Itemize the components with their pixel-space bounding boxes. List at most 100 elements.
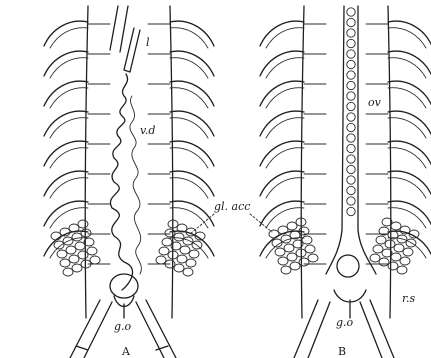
rib-right bbox=[170, 201, 214, 226]
gland-lobule bbox=[162, 238, 172, 246]
gland-lobule bbox=[177, 255, 187, 263]
panel-b-ova bbox=[347, 8, 355, 216]
rib-left bbox=[44, 111, 88, 136]
panel-a-ribs bbox=[44, 21, 214, 258]
rib-right bbox=[170, 51, 214, 76]
gland-lobule bbox=[302, 236, 312, 244]
rib-right bbox=[388, 51, 431, 76]
ovum bbox=[347, 71, 355, 79]
label-rs: r.s bbox=[402, 292, 416, 305]
rib-right bbox=[388, 21, 431, 46]
gland-lobule bbox=[156, 256, 166, 264]
gland-lobule bbox=[278, 226, 288, 234]
gland-lobule bbox=[57, 250, 67, 258]
panel-a-genital-bulb bbox=[110, 274, 138, 298]
ovum bbox=[347, 8, 355, 16]
rib-left bbox=[44, 201, 88, 226]
gland-lobule bbox=[287, 222, 297, 230]
ovum bbox=[347, 39, 355, 47]
panel-a: l v.d g.o A bbox=[44, 6, 214, 358]
gland-lobule bbox=[63, 268, 73, 276]
gland-lobule bbox=[287, 253, 297, 261]
gland-lobule bbox=[391, 222, 401, 230]
rib-right bbox=[170, 171, 214, 196]
rib-right bbox=[170, 21, 214, 46]
panel-b-accessory-gland-right bbox=[370, 218, 419, 274]
rib-left bbox=[260, 111, 304, 136]
panel-b-body-wall-left bbox=[301, 6, 304, 318]
gland-lobule bbox=[180, 246, 190, 254]
panel-b-segments bbox=[304, 24, 388, 264]
gland-lobule bbox=[373, 245, 383, 253]
rib-right bbox=[388, 81, 431, 106]
rib-left bbox=[44, 141, 88, 166]
panel-a-segments bbox=[88, 24, 170, 264]
gland-lobule bbox=[305, 245, 315, 253]
panel-b-leg-left bbox=[294, 300, 330, 358]
panel-a-duct-l bbox=[110, 6, 140, 72]
panel-b: ov g.o r.s B bbox=[260, 6, 431, 358]
ovum bbox=[347, 92, 355, 100]
gland-lobule bbox=[278, 257, 288, 265]
label-go-b: g.o bbox=[336, 316, 354, 329]
gland-lobule bbox=[379, 258, 389, 266]
rib-left bbox=[260, 21, 304, 46]
ovum bbox=[347, 113, 355, 121]
ovum bbox=[347, 176, 355, 184]
gland-lobule bbox=[284, 244, 294, 252]
gland-lobule bbox=[269, 230, 279, 238]
rib-left bbox=[44, 51, 88, 76]
rib-right bbox=[388, 171, 431, 196]
gland-lobule bbox=[186, 259, 196, 267]
gland-lobule bbox=[183, 237, 193, 245]
panel-a-body-wall-left bbox=[85, 6, 88, 318]
gland-lobule bbox=[385, 240, 395, 248]
gland-lobule bbox=[69, 224, 79, 232]
gland-lobule bbox=[81, 229, 91, 237]
gland-lobule bbox=[51, 232, 61, 240]
panel-b-leg-right bbox=[360, 300, 394, 358]
caption-a: A bbox=[121, 345, 131, 358]
gland-lobule bbox=[308, 254, 318, 262]
label-go-a: g.o bbox=[114, 320, 132, 333]
rib-left bbox=[260, 201, 304, 226]
gland-lobule bbox=[394, 244, 404, 252]
gland-lobule bbox=[174, 264, 184, 272]
panel-a-accessory-gland-right bbox=[156, 220, 205, 276]
ovum bbox=[347, 50, 355, 58]
ovum bbox=[347, 29, 355, 37]
gland-lobule bbox=[159, 247, 169, 255]
panel-b-ribs bbox=[260, 21, 431, 258]
rib-left bbox=[44, 81, 88, 106]
gland-lobule bbox=[403, 248, 413, 256]
rib-left bbox=[260, 51, 304, 76]
ovum bbox=[347, 81, 355, 89]
ovum bbox=[347, 207, 355, 215]
panel-a-vas-deferens bbox=[110, 74, 132, 290]
caption-b: B bbox=[338, 345, 346, 358]
gland-lobule bbox=[275, 248, 285, 256]
panel-a-body-wall-right bbox=[170, 6, 173, 318]
gland-lobule bbox=[69, 255, 79, 263]
gland-lobule bbox=[299, 258, 309, 266]
gland-lobule bbox=[66, 246, 76, 254]
label-vd: v.d bbox=[140, 124, 155, 137]
panel-b-body-wall-right bbox=[388, 6, 391, 318]
label-ov: ov bbox=[368, 96, 382, 109]
gland-lobule bbox=[189, 250, 199, 258]
leader-gl-acc-a bbox=[190, 214, 214, 234]
gland-lobule bbox=[397, 266, 407, 274]
gland-lobule bbox=[60, 259, 70, 267]
gland-lobule bbox=[78, 220, 88, 228]
gland-lobule bbox=[54, 241, 64, 249]
rib-left bbox=[260, 141, 304, 166]
gland-lobule bbox=[400, 257, 410, 265]
gland-lobule bbox=[72, 233, 82, 241]
panel-b-genital-bulb bbox=[337, 255, 359, 277]
rib-left bbox=[44, 171, 88, 196]
gland-lobule bbox=[87, 247, 97, 255]
label-gl-acc: gl. acc bbox=[214, 200, 250, 213]
ovum bbox=[347, 165, 355, 173]
gland-lobule bbox=[290, 262, 300, 270]
